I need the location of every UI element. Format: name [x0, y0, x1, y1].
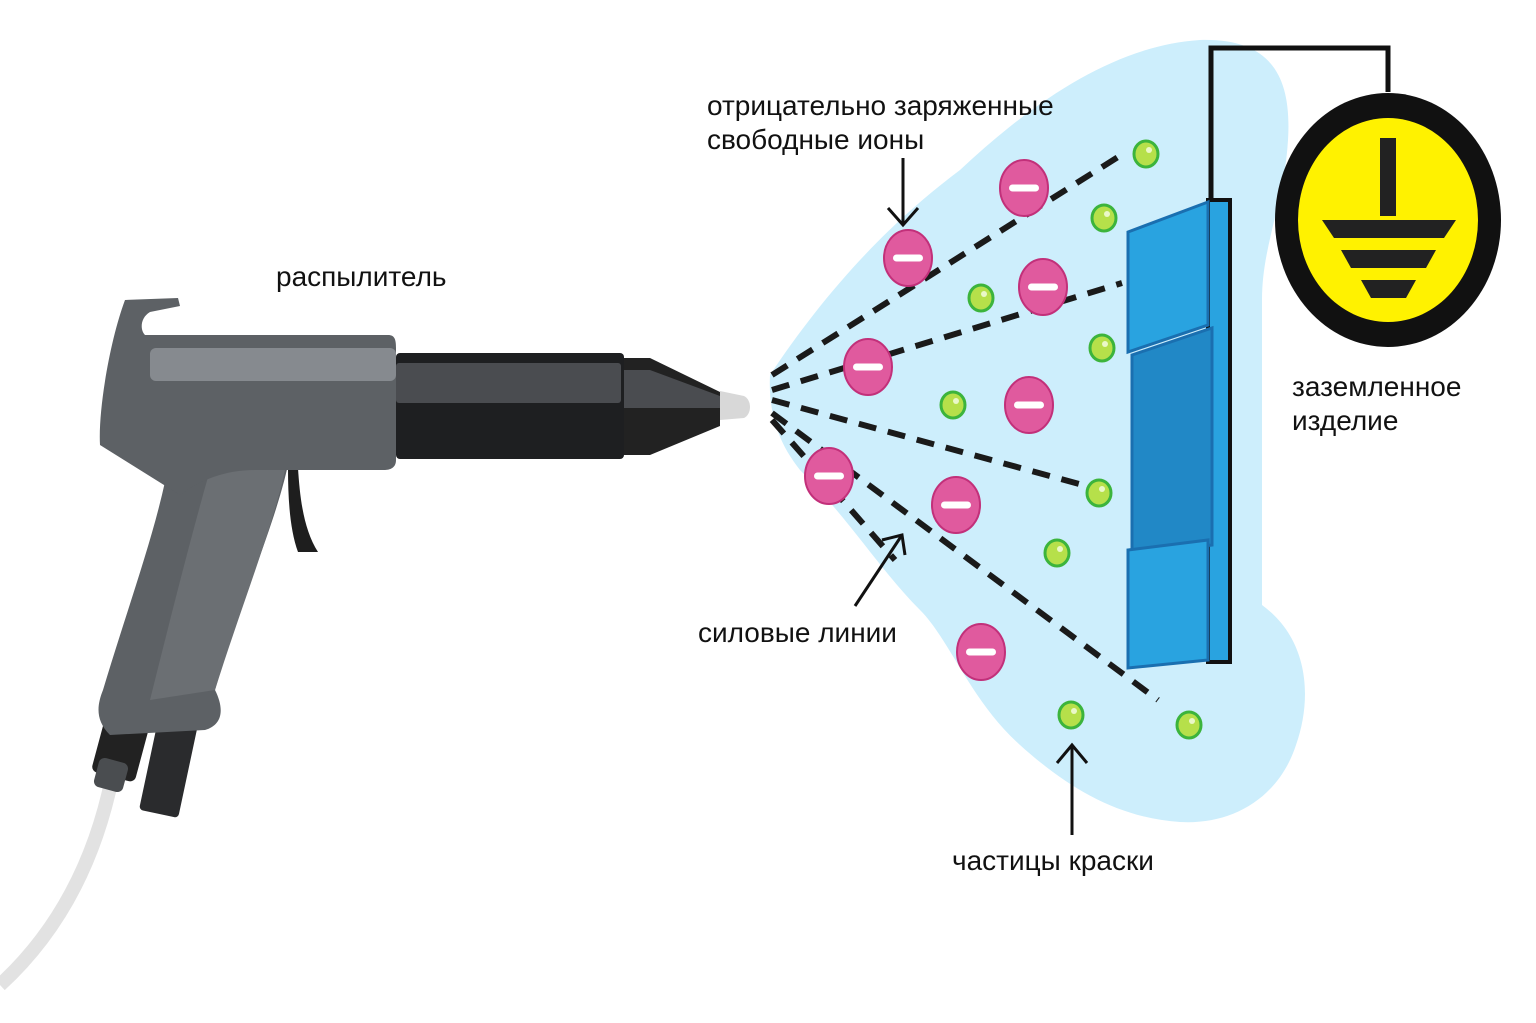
- label-field-lines: силовые линии: [698, 617, 897, 648]
- label-free-ions: отрицательно заряженные свободные ионы: [707, 90, 1054, 155]
- minus-sign: [966, 648, 996, 656]
- negative-ion-icon: [1004, 376, 1054, 434]
- negative-ion-icon: [1018, 258, 1068, 316]
- field-line: [771, 397, 1091, 490]
- negative-ion-icon: [956, 623, 1006, 681]
- paint-particles: [939, 139, 1203, 740]
- trigger: [288, 468, 318, 552]
- negative-ion-icon: [883, 229, 933, 287]
- label-grounded-item: заземленное изделие: [1292, 371, 1462, 436]
- negative-ion-icon: [931, 476, 981, 534]
- field-line: [770, 154, 1120, 378]
- minus-sign: [941, 501, 971, 509]
- paint-particle: [1132, 139, 1160, 169]
- ground-symbol-icon: [1275, 93, 1501, 347]
- paint-particle: [1088, 333, 1116, 363]
- negative-ion-icon: [999, 159, 1049, 217]
- paint-particle: [1057, 700, 1085, 730]
- negative-ion-icon: [804, 447, 854, 505]
- field-line: [770, 410, 1160, 703]
- arrow-field-lines: [853, 534, 904, 607]
- minus-sign: [814, 472, 844, 480]
- minus-sign: [1014, 401, 1044, 409]
- paint-particle: [967, 283, 995, 313]
- negative-ion-icon: [843, 338, 893, 396]
- minus-sign: [853, 363, 883, 371]
- callout-arrows: [853, 158, 1089, 835]
- ground-wire: [1208, 45, 1391, 205]
- paint-particle: [1043, 538, 1071, 568]
- hose: [0, 776, 119, 991]
- paint-particle: [939, 390, 967, 420]
- label-paint-particles: частицы краски: [952, 845, 1154, 876]
- nozzle-tip: [720, 391, 750, 420]
- paint-particle: [1175, 710, 1203, 740]
- grounded-workpiece: [1126, 198, 1232, 670]
- minus-sign: [893, 254, 923, 262]
- gun-body: [99, 298, 396, 495]
- minus-sign: [1028, 283, 1058, 291]
- negative-ions: [804, 159, 1068, 681]
- spray-gun: [0, 298, 750, 991]
- minus-sign: [1009, 184, 1039, 192]
- paint-particle: [1085, 478, 1113, 508]
- label-sprayer: распылитель: [276, 261, 447, 292]
- paint-particle: [1090, 203, 1118, 233]
- connector-right: [139, 702, 201, 818]
